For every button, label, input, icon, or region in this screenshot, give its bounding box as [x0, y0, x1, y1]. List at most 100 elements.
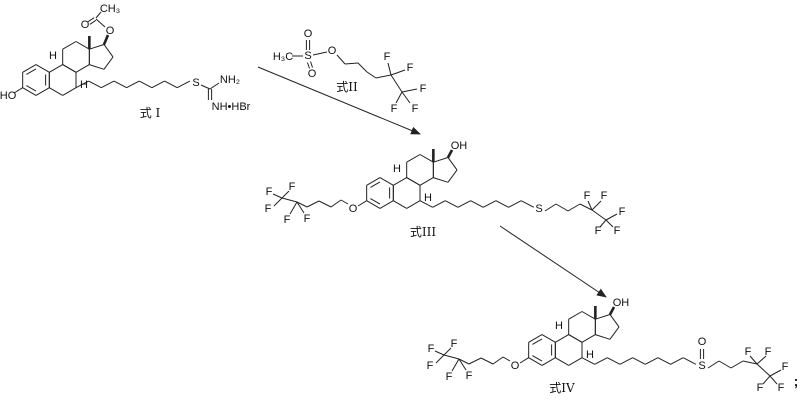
ring-bond [62, 64, 77, 73]
fluorine-label: F [757, 382, 764, 394]
ring-bond [49, 87, 63, 96]
fluorine-label: F [466, 370, 473, 382]
alkyl-chain-bond [607, 357, 621, 365]
chain-bond [366, 71, 377, 79]
chain-bond [336, 54, 346, 65]
ring-bond [22, 64, 37, 73]
bond [769, 375, 778, 385]
chain-bond [555, 203, 569, 212]
aromatic-bond [26, 68, 37, 75]
h-label: H [586, 349, 594, 361]
fluorine-label: F [595, 225, 602, 237]
aromatic-bond [532, 355, 543, 362]
ring-bond [568, 334, 583, 343]
bond [769, 369, 782, 377]
sulfoxide-oxygen-label: O [698, 336, 707, 348]
ring-bond [89, 64, 105, 70]
ring-bond [541, 357, 556, 366]
ring-bond [379, 177, 394, 186]
bond [519, 357, 529, 364]
alkyl-chain-bond [75, 80, 89, 89]
ring-bond [555, 334, 569, 343]
ring-bond [609, 314, 620, 328]
bond [13, 87, 23, 94]
bond [281, 197, 298, 203]
amine-label: NH₂ [220, 74, 240, 86]
double-bond [307, 62, 310, 69]
alkyl-chain-bond [88, 80, 102, 89]
ring-bond [568, 357, 583, 366]
ring-bond [62, 41, 77, 50]
sulfonyl-oxygen-label: O [304, 28, 313, 40]
fluorine-label: F [778, 382, 785, 394]
carbonyl-oxygen-label: O [81, 19, 90, 31]
bond-lines [13, 11, 782, 385]
ring-bond [555, 357, 569, 366]
fluorine-label: F [265, 203, 272, 215]
alkyl-chain-bond [101, 80, 115, 89]
ring-bond [595, 313, 611, 320]
bond [401, 91, 411, 104]
fluorine-label: F [745, 346, 752, 358]
ring-bond [541, 334, 556, 343]
fluorine-label: F [412, 103, 419, 115]
double-bond [87, 17, 95, 23]
bond [443, 354, 460, 360]
alkyl-chain-bond [619, 357, 633, 365]
fluorine-label: F [619, 206, 626, 218]
ring-bond [379, 200, 394, 209]
ring-bond [406, 177, 421, 186]
hydroxyl-label: HO [0, 90, 17, 102]
sulfur-label: S [192, 77, 199, 89]
compound-I: HO O O CH₃ H H S NH₂ NH•HBr 式 I [0, 3, 251, 120]
fluorine-label: F [446, 371, 453, 383]
fluorine-label: F [384, 51, 391, 63]
ring-bond [419, 177, 434, 186]
methyl-label: H₃C [273, 51, 293, 63]
fluorine-label: F [407, 62, 414, 74]
chain-bond [492, 356, 504, 365]
bond [281, 190, 290, 199]
ring-bond [447, 157, 458, 171]
acetyl-methyl-label: CH₃ [100, 3, 120, 15]
ring-bond [75, 41, 90, 50]
h-label: H [49, 50, 57, 62]
bond [458, 358, 467, 371]
sulfur-label: S [698, 360, 705, 372]
alkyl-chain-bond [508, 200, 522, 208]
bond [272, 193, 283, 199]
compound-III-label: 式III [410, 225, 436, 239]
bond [273, 197, 283, 207]
ring-bond [35, 87, 50, 96]
alkyl-chain-bond [645, 357, 659, 365]
chain-bond [579, 203, 593, 211]
ester-oxygen-label: O [106, 25, 115, 37]
ring-bond [447, 169, 458, 183]
bond [591, 209, 607, 221]
ring-bond [89, 43, 105, 50]
chain-bond [742, 360, 758, 365]
fluorine-label: F [266, 186, 273, 198]
bond [401, 88, 418, 93]
chain-bond [468, 357, 482, 365]
compound-IV-label: 式IV [549, 381, 575, 395]
bond [390, 69, 406, 76]
ring-bond [528, 334, 543, 343]
aromatic-bond [26, 85, 37, 92]
chain-bond [502, 356, 511, 362]
reagent-II: H₃C S O O O F F F F F 式II [273, 28, 427, 115]
bond [443, 347, 452, 356]
bond [387, 62, 392, 76]
hydroxyl-wedge-bond [608, 306, 616, 316]
bond [756, 355, 767, 365]
ester-wedge-bond [102, 34, 110, 46]
compound-IV: OH O H H S O F F F F F F F F F F ; 式IV [427, 297, 799, 395]
ether-oxygen-label: O [511, 360, 520, 372]
bond [200, 84, 211, 90]
ring-bond [393, 177, 407, 186]
alkyl-chain-bond [670, 357, 684, 365]
bond [451, 358, 460, 372]
alkyl-chain-bond [594, 357, 608, 365]
chain-bond [544, 203, 557, 212]
